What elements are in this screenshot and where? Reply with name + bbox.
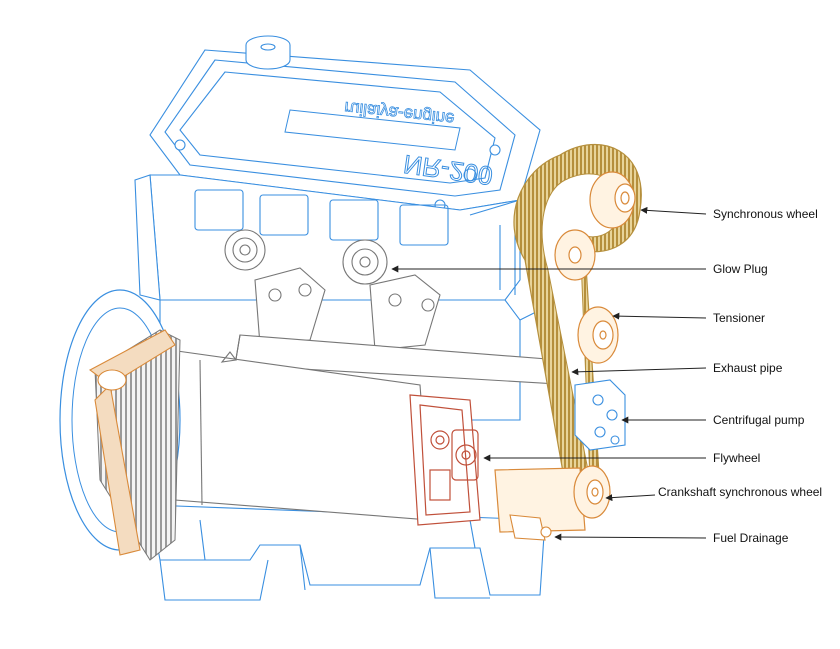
fuel-drainage-shape bbox=[509, 514, 552, 541]
leader-synchronous-wheel bbox=[640, 206, 707, 215]
label-fuel-drainage: Fuel Drainage bbox=[713, 531, 789, 545]
label-synchronous-wheel: Synchronous wheel bbox=[713, 207, 818, 221]
label-crankshaft-synchronous-wheel: Crankshaft synchronous wheel bbox=[658, 485, 823, 499]
crankcase-base bbox=[149, 504, 546, 601]
tensioner-shape bbox=[577, 306, 619, 364]
leader-crankshaft-wheel bbox=[605, 494, 656, 502]
centrifugal-pump-shape bbox=[574, 379, 626, 451]
label-tensioner: Tensioner bbox=[713, 311, 766, 325]
label-exhaust-pipe: Exhaust pipe bbox=[713, 361, 783, 375]
label-glow-plug: Glow Plug bbox=[713, 262, 768, 276]
label-centrifugal-pump: Centrifugal pump bbox=[713, 413, 805, 427]
leader-tensioner bbox=[612, 312, 707, 320]
exhaust-assembly bbox=[234, 267, 577, 387]
left-pulley bbox=[59, 289, 181, 561]
flywheel-shape bbox=[409, 394, 481, 526]
leader-exhaust-pipe bbox=[571, 367, 707, 376]
leader-lines bbox=[391, 206, 707, 541]
label-flywheel: Flywheel bbox=[713, 451, 761, 465]
synchronous-wheel-shape bbox=[554, 171, 636, 281]
leader-fuel-drainage bbox=[554, 533, 707, 541]
